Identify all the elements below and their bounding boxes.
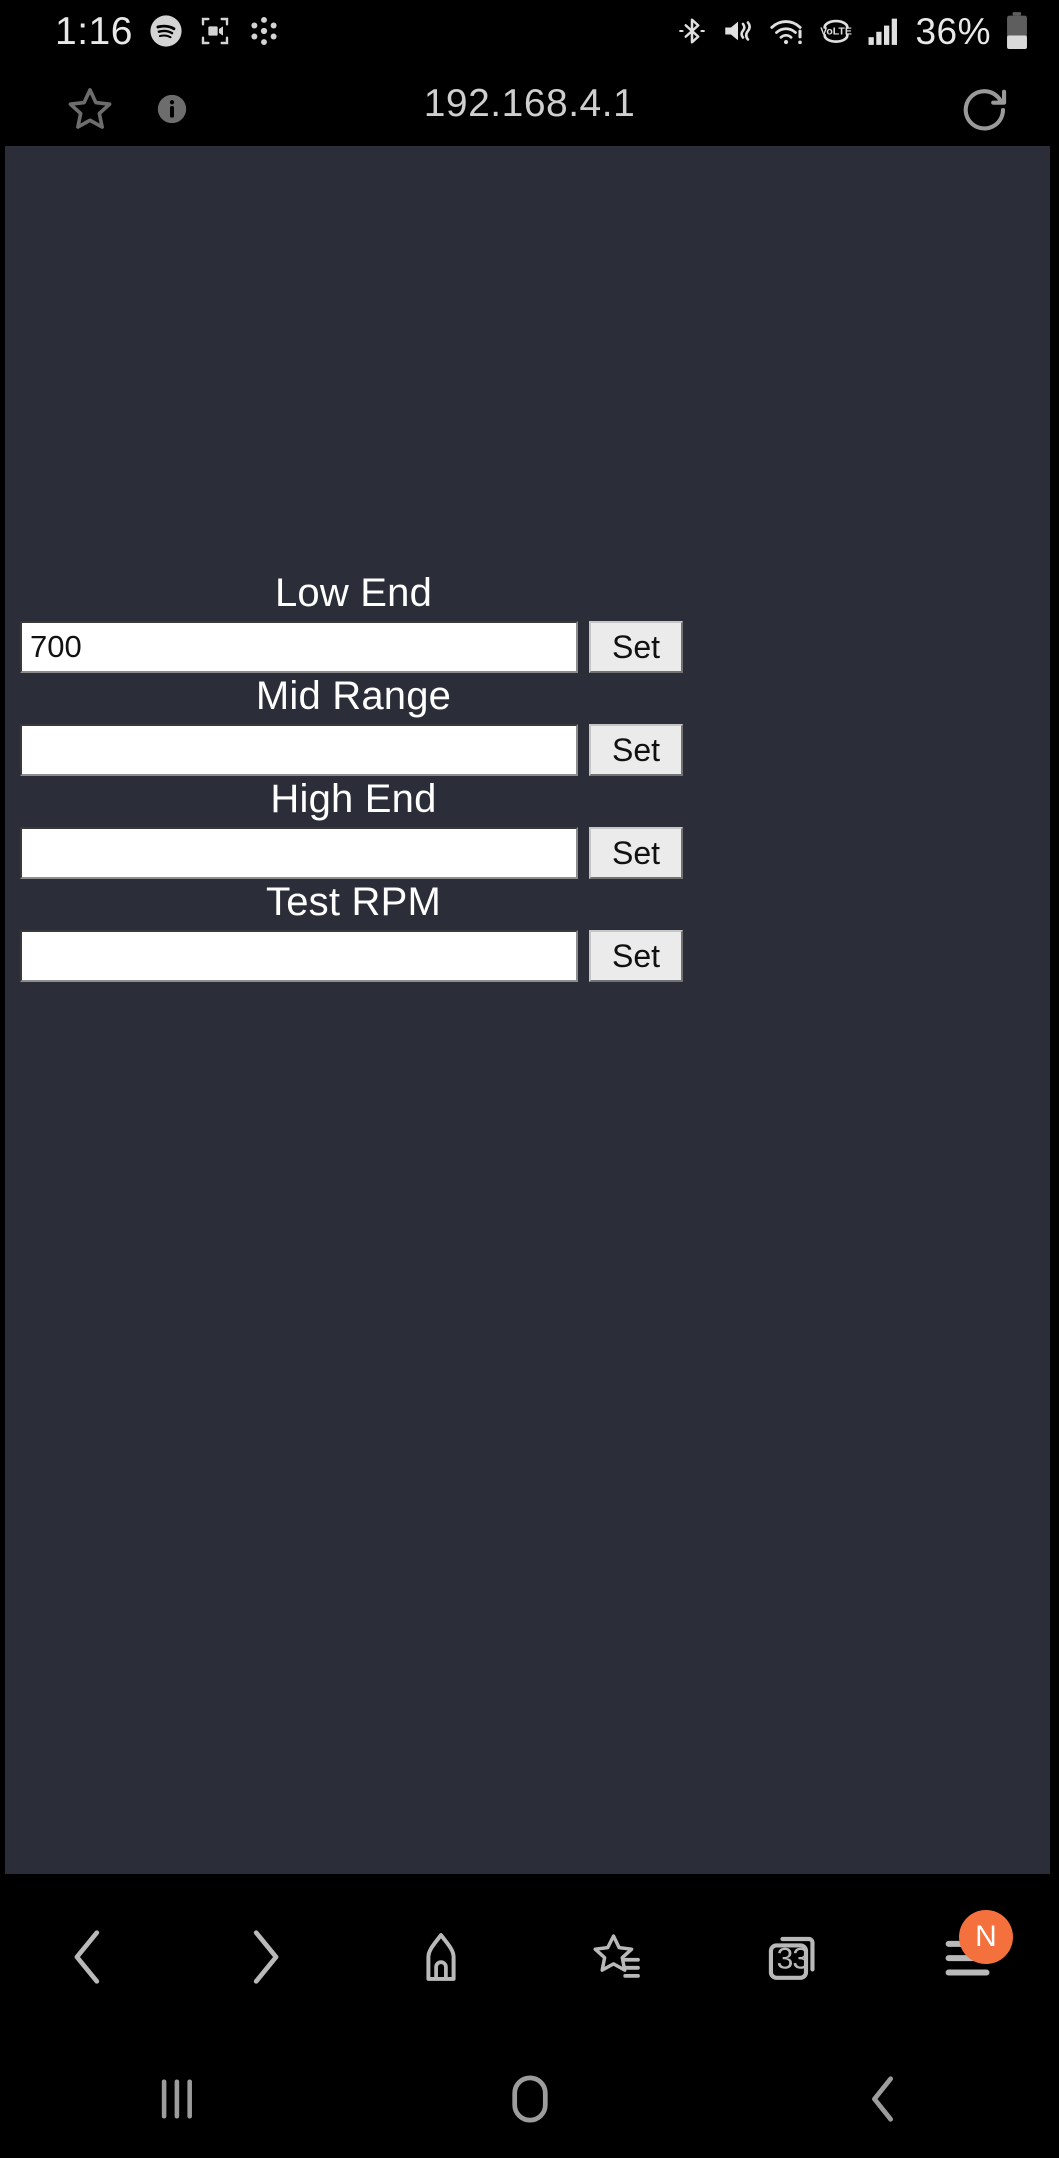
wifi-warning-icon xyxy=(770,20,803,45)
svg-text:VoLTE: VoLTE xyxy=(821,26,853,37)
rpm-settings-form: Low End Set Mid Range Set High End Set xyxy=(5,570,720,982)
tabs-icon xyxy=(769,1936,815,1980)
volte-icon: VoLTE xyxy=(821,19,853,43)
browser-menu-button[interactable]: N xyxy=(883,1874,1059,2040)
star-list-icon xyxy=(593,1934,640,1978)
tab-count-label: 33 xyxy=(776,1942,809,1976)
browser-bottom-toolbar: 33 N xyxy=(0,1874,1059,2040)
web-page-viewport: Low End Set Mid Range Set High End Set xyxy=(5,146,1050,1874)
status-bar: 1:16 xyxy=(0,0,1059,62)
field-row-high-end: Set xyxy=(5,827,720,879)
field-label-mid-range: Mid Range xyxy=(255,674,452,718)
high-end-set-button[interactable]: Set xyxy=(589,827,683,879)
battery-percent-label: 36% xyxy=(915,10,991,52)
star-icon[interactable] xyxy=(62,82,118,143)
browser-bookmarks-button[interactable] xyxy=(530,1874,707,2040)
high-end-input[interactable] xyxy=(20,827,578,879)
test-rpm-input[interactable] xyxy=(20,930,578,982)
bluetooth-icon xyxy=(679,18,706,44)
menu-notification-badge: N xyxy=(959,1910,1013,1964)
field-group-high-end: High End Set xyxy=(5,776,720,879)
battery-icon xyxy=(1007,12,1027,50)
url-text[interactable]: 192.168.4.1 xyxy=(423,82,636,125)
screen-recorder-icon xyxy=(201,17,229,45)
field-label-high-end: High End xyxy=(270,777,437,821)
field-group-low-end: Low End Set xyxy=(5,570,720,673)
field-row-mid-range: Set xyxy=(5,724,720,776)
smart-view-icon xyxy=(251,16,277,46)
home-circle-icon xyxy=(511,2075,548,2123)
browser-back-button[interactable] xyxy=(0,1874,177,2040)
field-group-mid-range: Mid Range Set xyxy=(5,673,720,776)
info-icon[interactable] xyxy=(155,92,189,131)
cellular-signal-icon xyxy=(868,18,898,45)
status-bar-right: VoLTE 36% xyxy=(677,0,1029,62)
low-end-set-button[interactable]: Set xyxy=(589,621,683,673)
mid-range-input[interactable] xyxy=(20,724,578,776)
field-label-test-rpm: Test RPM xyxy=(266,880,441,924)
system-home-button[interactable] xyxy=(353,2040,706,2158)
status-bar-clock: 1:16 xyxy=(55,9,133,53)
field-group-test-rpm: Test RPM Set xyxy=(5,879,720,982)
mid-range-set-button[interactable]: Set xyxy=(589,724,683,776)
vibrate-mute-icon xyxy=(725,21,752,41)
back-chevron-icon xyxy=(871,2076,893,2122)
low-end-input[interactable] xyxy=(20,621,578,673)
status-bar-left: 1:16 xyxy=(55,0,281,62)
test-rpm-set-button[interactable]: Set xyxy=(589,930,683,982)
browser-home-button[interactable] xyxy=(353,1874,530,2040)
browser-url-bar[interactable]: 192.168.4.1 xyxy=(0,62,1059,146)
chevron-right-icon xyxy=(253,1930,279,1984)
spotify-icon xyxy=(150,15,182,47)
browser-tabs-button[interactable]: 33 xyxy=(706,1874,883,2040)
browser-forward-button[interactable] xyxy=(177,1874,354,2040)
reload-icon[interactable] xyxy=(959,84,1011,141)
system-back-button[interactable] xyxy=(706,2040,1059,2158)
system-navigation-bar xyxy=(0,2040,1059,2158)
chevron-left-icon xyxy=(74,1930,100,1984)
field-row-low-end: Set xyxy=(5,621,720,673)
field-row-test-rpm: Set xyxy=(5,930,720,982)
home-icon xyxy=(426,1933,456,1981)
field-label-low-end: Low End xyxy=(274,571,433,615)
system-recents-button[interactable] xyxy=(0,2040,353,2158)
recents-icon xyxy=(161,2079,192,2119)
